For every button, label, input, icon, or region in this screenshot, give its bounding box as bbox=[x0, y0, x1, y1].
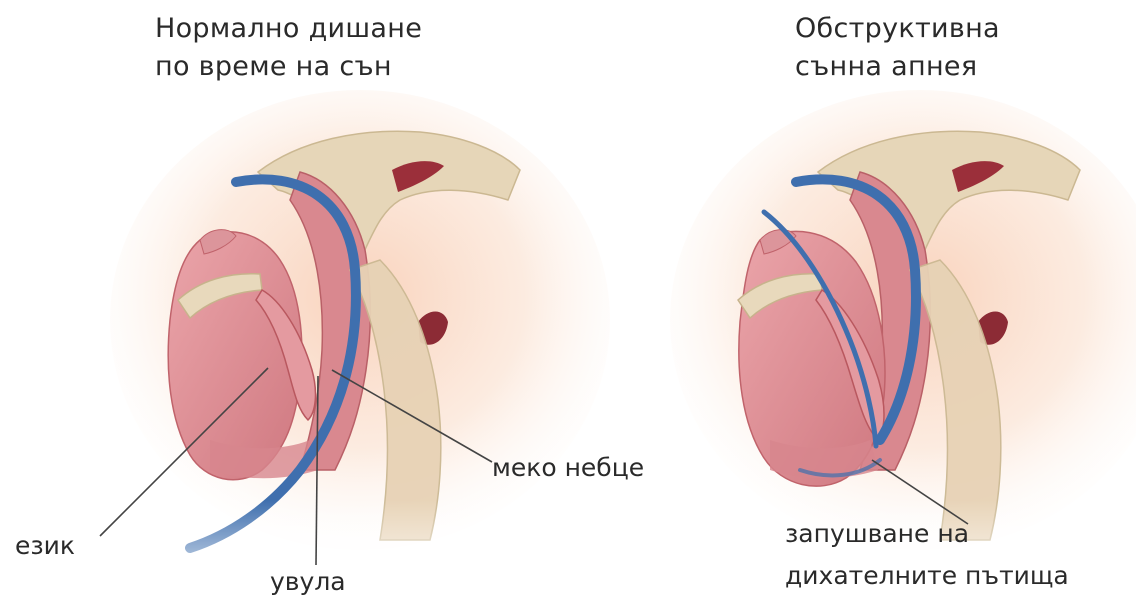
normal-title-line2: по време на сън bbox=[155, 48, 392, 86]
uvula-label: увула bbox=[270, 566, 346, 598]
osa-title-line1: Обструктивна bbox=[795, 10, 1000, 48]
normal-title-line1: Нормално дишане bbox=[155, 10, 422, 48]
soft-palate-label: меко небце bbox=[492, 452, 644, 484]
normal-fade bbox=[120, 500, 580, 604]
normal-tongue-shape bbox=[168, 232, 302, 480]
osa-title-line2: сънна апнея bbox=[795, 48, 977, 86]
normal-airway-illustration bbox=[110, 90, 610, 604]
tongue-label: език bbox=[15, 530, 75, 562]
obstruction-label-line1: запушване на bbox=[785, 518, 969, 550]
obstruction-label-line2: дихателните пътища bbox=[785, 560, 1069, 592]
